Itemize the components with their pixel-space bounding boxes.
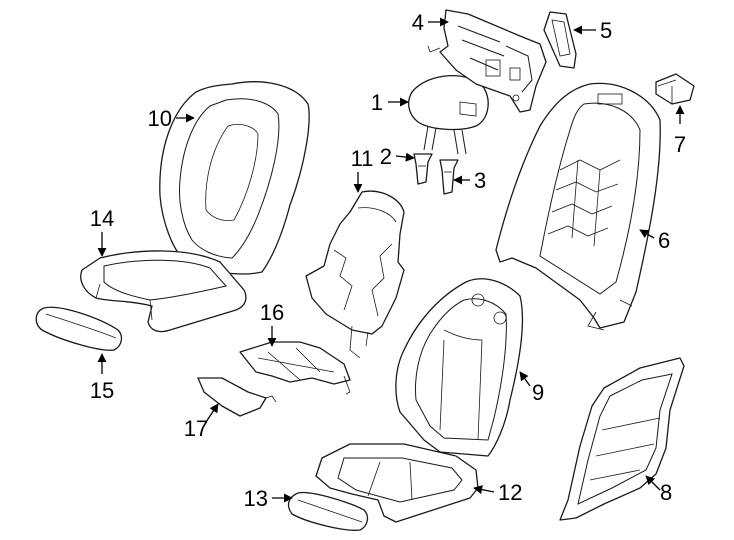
part-14-seat-cushion-cover: [80, 250, 247, 333]
part-7-clip: [655, 73, 695, 105]
callout-13: 13: [244, 486, 268, 511]
part-2-headrest-guide: [413, 153, 433, 185]
leader-17: [205, 403, 219, 423]
part-13-front-pad: [287, 492, 369, 531]
callout-2: 2: [380, 144, 392, 169]
part-15-cushion-pad: [35, 306, 123, 351]
callout-4: 4: [412, 10, 424, 35]
callout-17: 17: [184, 416, 208, 441]
callout-1: 1: [371, 90, 383, 115]
leader-6: [639, 229, 655, 239]
callout-10: 10: [148, 106, 172, 131]
callout-5: 5: [600, 18, 612, 43]
callout-16: 16: [260, 300, 284, 325]
part-12-seat-cushion-assembly: [315, 443, 479, 523]
leader-2: [395, 152, 415, 162]
callout-9: 9: [532, 380, 544, 405]
part-16-cushion-heater: [239, 341, 351, 395]
callout-3: 3: [474, 168, 486, 193]
callout-7: 7: [674, 132, 686, 157]
callout-15: 15: [90, 378, 114, 403]
part-11-back-pad: [305, 190, 405, 359]
part-17-side-trim: [197, 377, 277, 417]
part-6-seat-back-frame: [495, 82, 661, 331]
leader-12: [473, 485, 495, 495]
part-4-lumbar-mechanism: [427, 9, 547, 113]
callout-8: 8: [660, 480, 672, 505]
callout-labels: 1 2 3 4 5 6 7 8 9 10 11 12 13 14 15 16 1…: [90, 10, 686, 511]
callout-6: 6: [658, 228, 670, 253]
leader-8: [645, 475, 661, 491]
callout-11: 11: [351, 146, 374, 171]
part-3-headrest-guide: [439, 159, 459, 195]
leader-9: [519, 371, 531, 387]
callout-14: 14: [90, 206, 114, 231]
part-1-headrest: [407, 75, 489, 155]
part-5-back-panel-insert: [543, 11, 577, 69]
callout-12: 12: [498, 480, 522, 505]
part-8-rear-back-panel: [559, 357, 685, 521]
leader-lines: [97, 17, 685, 503]
part-9-seat-back-assembly: [395, 278, 524, 457]
part-10-seat-back-cover: [159, 81, 310, 275]
